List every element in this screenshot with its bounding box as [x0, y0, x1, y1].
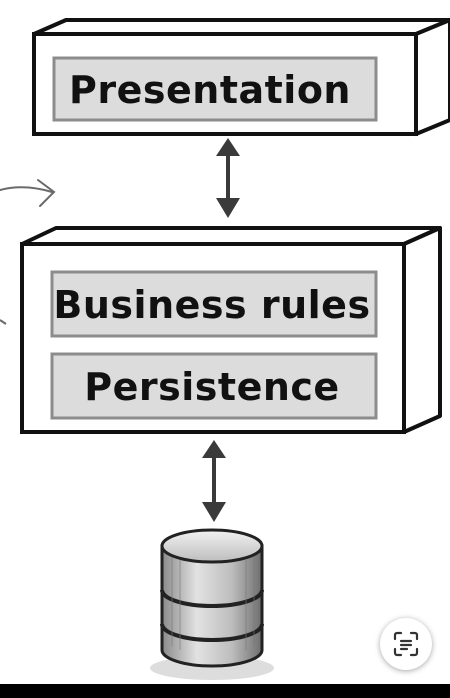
persistence-label-panel — [50, 352, 378, 420]
database-icon — [150, 528, 274, 680]
business-persistence-box: Business rules Persistence — [20, 226, 442, 434]
presentation-box: Presentation — [32, 18, 450, 136]
presentation-business-arrow — [216, 138, 240, 218]
bottom-edge-bar — [0, 684, 450, 698]
persistence-label: Persistence — [84, 365, 339, 409]
presentation-label: Presentation — [69, 68, 351, 112]
business-rules-label: Business rules — [53, 283, 370, 327]
text-scan-icon — [393, 631, 419, 657]
side-tick-mark — [0, 319, 7, 325]
text-scan-button[interactable] — [380, 618, 432, 670]
persistence-database-arrow — [202, 440, 226, 522]
presentation-label-panel — [52, 56, 378, 122]
business-rules-label-panel — [50, 270, 378, 338]
side-pointer-arrow-icon — [0, 179, 56, 207]
